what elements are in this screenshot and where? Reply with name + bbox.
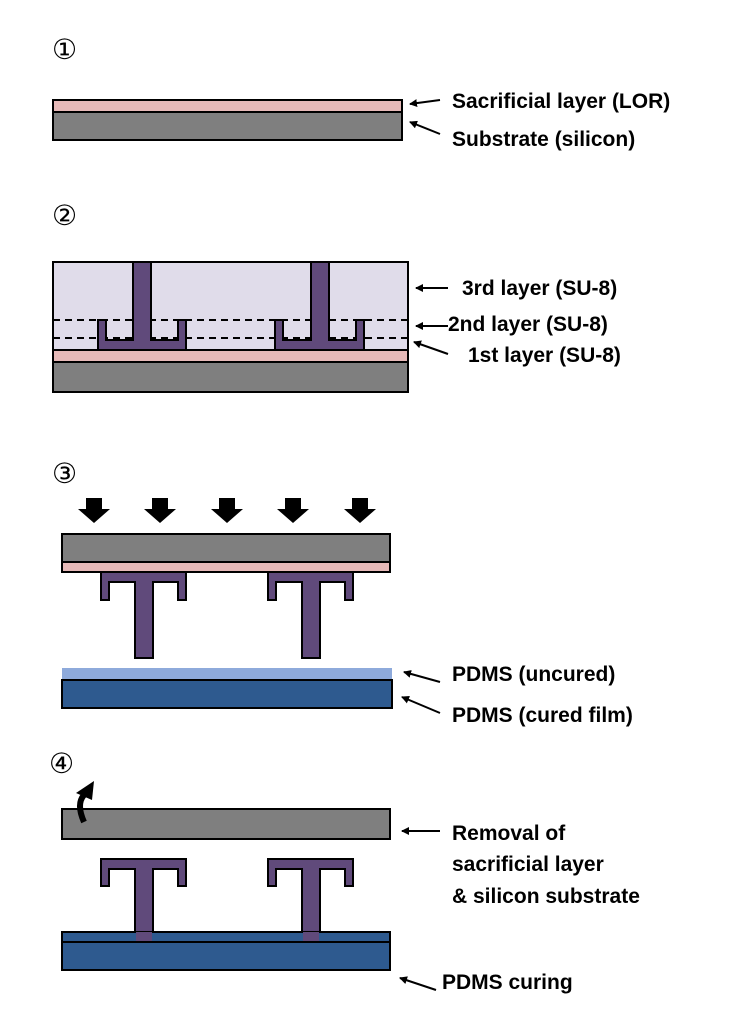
down-arrow-icon	[78, 498, 110, 523]
step-1: ① Sacrificial layer (LOR) Substrate (sil…	[52, 33, 670, 151]
label-pdms-uncured: PDMS (uncured)	[452, 663, 615, 686]
pillar-right-transferred	[267, 858, 354, 943]
pillar-left-transferred	[100, 858, 187, 943]
down-arrow-icon	[277, 498, 309, 523]
pillar-left	[97, 261, 187, 351]
silicon-substrate-removed	[61, 808, 391, 840]
step-2-number: ②	[52, 199, 77, 232]
su8-layers	[52, 261, 409, 351]
step-3-number: ③	[52, 457, 77, 490]
pdms-cured-top	[61, 931, 391, 943]
pdms-uncured	[62, 668, 392, 680]
silicon-substrate	[52, 111, 403, 141]
arrow-substrate	[409, 120, 441, 135]
sacrificial-layer	[52, 99, 403, 113]
down-arrow-icon	[211, 498, 243, 523]
arrow-first-layer	[413, 340, 449, 355]
label-second-layer: 2nd layer (SU-8)	[448, 313, 608, 336]
label-pdms-cured: PDMS (cured film)	[452, 704, 633, 727]
pillar-right-inverted	[267, 571, 354, 659]
pillar-stem-embedded-left	[136, 932, 152, 941]
label-third-layer: 3rd layer (SU-8)	[462, 277, 617, 300]
arrow-pdms-curing	[399, 976, 437, 991]
down-arrow-icon	[144, 498, 176, 523]
sacrificial-layer-flipped	[61, 561, 391, 573]
down-arrow-icon	[344, 498, 376, 523]
pillar-left-inverted	[100, 571, 187, 659]
step-4: ④ Removal of sacrificial layer & silicon…	[49, 747, 640, 994]
step-4-number: ④	[49, 747, 74, 780]
label-pdms-curing: PDMS curing	[442, 971, 573, 994]
pdms-cured-film	[61, 679, 393, 709]
curved-arrow-icon-head	[76, 781, 94, 800]
step-2: ② 3rd layer (SU-8) 2nd layer (SU-8) 1st …	[52, 199, 621, 393]
arrow-sacrificial	[409, 99, 441, 108]
label-substrate: Substrate (silicon)	[452, 128, 635, 151]
label-removal-line-2: sacrificial layer	[452, 853, 604, 876]
step-3: ③ PDMS (uncured) PDMS (cured film)	[52, 457, 633, 727]
arrow-pdms-cured	[401, 696, 441, 714]
silicon-substrate-flipped	[61, 533, 391, 563]
label-first-layer: 1st layer (SU-8)	[468, 344, 621, 367]
pillar-right	[274, 261, 365, 351]
pillar-stem-embedded-right	[303, 932, 319, 941]
label-removal-line-1: Removal of	[452, 822, 566, 845]
step-1-number: ①	[52, 33, 77, 66]
label-sacrificial-layer: Sacrificial layer (LOR)	[452, 90, 670, 113]
arrow-pdms-uncured	[403, 670, 441, 683]
curved-arrow-icon	[77, 793, 87, 824]
label-removal-line-3: & silicon substrate	[452, 885, 640, 908]
silicon-substrate	[52, 361, 409, 393]
sacrificial-layer	[52, 349, 409, 363]
pdms-cured-base	[61, 941, 391, 971]
